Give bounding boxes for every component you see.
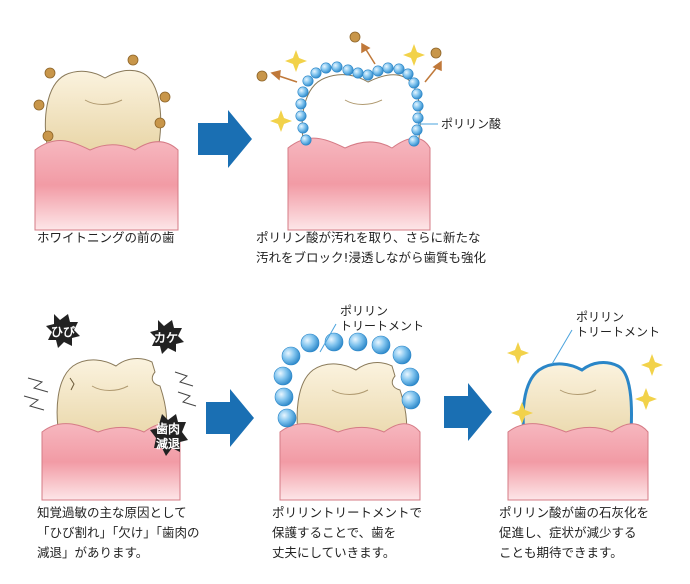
gum-badge-line2: 減退 [156, 436, 180, 451]
tooth-groove [344, 99, 383, 105]
gum [287, 137, 431, 231]
sparkle-icon [285, 50, 307, 72]
tooth-groove [331, 389, 369, 395]
treatment-label-line2: トリートメント [340, 319, 424, 333]
bead-icon [382, 62, 394, 74]
tooth [521, 361, 633, 447]
bead-icon [408, 135, 420, 147]
bead-icon [412, 100, 424, 112]
crack-badge: ひび [46, 314, 80, 348]
gum [34, 140, 179, 231]
bead-icon [348, 332, 368, 352]
bead-icon [412, 112, 424, 124]
bead-icon [411, 124, 423, 136]
crack-mark [69, 377, 75, 391]
chip-badge: カケ [150, 320, 184, 354]
polyphosphate-label: ポリリン酸 [441, 116, 501, 131]
dirt-icon [159, 91, 171, 103]
tooth-groove [91, 385, 129, 391]
arrow-right-icon [198, 110, 252, 168]
dirt-icon [127, 54, 139, 66]
bead-icon [371, 335, 391, 355]
treatment-label-line1: ポリリン [340, 304, 388, 318]
panel-sensitivity-causes: ひび カケ 歯肉 減退 [23, 314, 197, 501]
treatment-label-line1: ポリリン [576, 310, 624, 324]
bead-icon [393, 63, 405, 75]
dirt-icon [430, 47, 442, 59]
caption-sensitivity-causes: 知覚過敏の主な原因として 「ひび割れ」「欠け」「歯肉の 減退」があります。 [37, 505, 200, 560]
caption-treatment: ポリリントリートメントで 保護することで、歯を 丈夫にしていきます。 [272, 505, 423, 560]
bead-icon [295, 110, 307, 122]
bead-icon [401, 390, 421, 410]
gum [507, 423, 649, 501]
dirt-icon [349, 31, 361, 43]
dirt-icon [256, 70, 268, 82]
dirt-icon [44, 67, 56, 79]
bead-icon [310, 67, 322, 79]
gum-recession-badge: 歯肉 減退 [150, 414, 188, 456]
removal-arrows [270, 42, 442, 83]
arrow-right-icon [206, 389, 254, 447]
crack-badge-text: ひび [51, 324, 76, 339]
bead-icon [295, 98, 307, 110]
bead-icon [297, 86, 309, 98]
sparkle-icons [507, 342, 663, 424]
gum [279, 423, 421, 501]
label-leader-line [319, 323, 337, 353]
panel-before-whitening [33, 54, 179, 231]
bead-icon [300, 333, 320, 353]
sparkle-icons [270, 44, 425, 132]
bead-icon [362, 69, 374, 81]
bead-icon [400, 367, 420, 387]
tooth [44, 69, 162, 151]
bead-icon [273, 366, 293, 386]
gum-badge-line1: 歯肉 [156, 421, 180, 436]
bead-icon [408, 77, 420, 89]
bead-icon [281, 346, 301, 366]
bead-icon [402, 68, 414, 80]
panel-remineralization: ポリリン トリートメント [507, 310, 663, 501]
arrow-right-icon [444, 383, 492, 441]
chip-badge-text: カケ [154, 331, 178, 345]
vibration-lines [23, 371, 197, 411]
dirt-icon [154, 117, 166, 129]
dirt-particles [33, 54, 171, 142]
bead-icon [320, 62, 332, 74]
sparkle-icon [270, 110, 292, 132]
tooth-groove [84, 99, 123, 105]
bead-icon [342, 64, 354, 76]
bead-icon [352, 67, 364, 79]
bead-icon [302, 75, 314, 87]
bead-icon [331, 61, 343, 73]
caption-before-whitening: ホワイトニングの前の歯 [37, 230, 175, 245]
bead-icon [300, 134, 312, 146]
panel-treatment: ポリリン トリートメント [273, 304, 424, 501]
sparkle-icon [403, 44, 425, 66]
sparkle-icon [635, 388, 657, 410]
bead-icon [411, 88, 423, 100]
panel-polyphosphate-coating: ポリリン酸 [256, 31, 501, 231]
bead-icon [297, 122, 309, 134]
tooth [56, 358, 168, 441]
sparkle-icon [511, 402, 533, 424]
sparkle-icon [507, 342, 529, 364]
label-leader-line [551, 329, 573, 365]
caption-polyphosphate-effect: ポリリン酸が汚れを取り、さらに新たな 汚れをブロック!浸透しながら歯質も強化 [256, 230, 487, 265]
treatment-label-line2: トリートメント [576, 325, 660, 339]
tooth-groove [559, 389, 597, 395]
dirt-icon [33, 99, 45, 111]
treatment-beads [273, 332, 421, 428]
bead-icon [274, 387, 294, 407]
bead-icon [372, 65, 384, 77]
bead-icon [392, 345, 412, 365]
caption-remineralization: ポリリン酸が歯の石灰化を 促進し、症状が減少する ことも期待できます。 [499, 505, 650, 560]
bead-icon [277, 408, 297, 428]
dirt-icon [42, 130, 54, 142]
bead-icon [324, 332, 344, 352]
polyphosphate-beads [295, 61, 424, 147]
sparkle-icon [641, 354, 663, 376]
dirt-particles [256, 31, 442, 82]
